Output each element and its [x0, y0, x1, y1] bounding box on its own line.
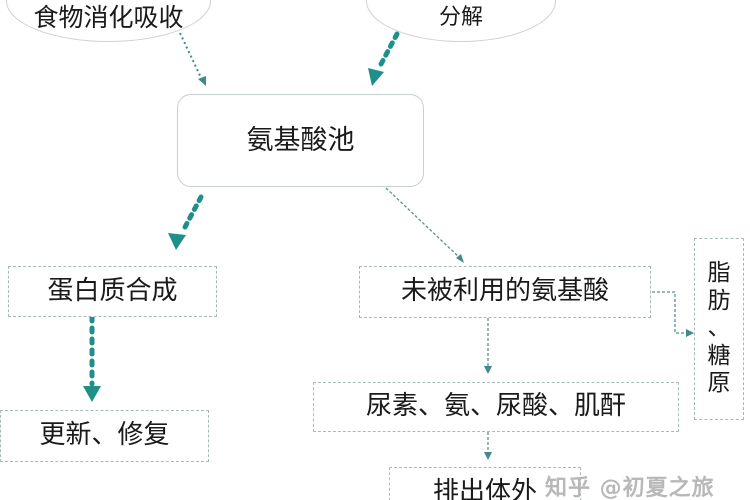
node-food-digestion: 食物消化吸收 [6, 0, 211, 42]
arrow-pool-to-synthesis [168, 194, 204, 250]
food-digestion-label: 食物消化吸收 [33, 2, 184, 32]
node-unused-amino-acids: 未被利用的氨基酸 [359, 266, 651, 318]
fat-glycogen-char: 、 [707, 315, 731, 342]
fat-glycogen-char: 脂 [707, 260, 731, 287]
fat-glycogen-char: 原 [707, 370, 731, 397]
arrow-breakdown-to-pool [368, 31, 400, 86]
amino-acid-pool-label: 氨基酸池 [246, 124, 355, 156]
node-renewal-repair: 更新、修复 [0, 410, 209, 462]
arrow-food-to-pool [179, 32, 206, 86]
arrow-unused-to-waste [484, 318, 492, 374]
node-protein-synthesis: 蛋白质合成 [8, 266, 217, 317]
arrow-synthesis-to-renewal [83, 314, 101, 402]
node-amino-acid-pool: 氨基酸池 [177, 94, 424, 187]
fat-glycogen-char: 糖 [707, 342, 731, 369]
node-protein-breakdown: 机体蛋白质 分解 [366, 0, 556, 42]
arrow-pool-to-unused [385, 187, 464, 263]
protein-breakdown-line1: 机体蛋白质 [406, 0, 516, 5]
protein-breakdown-line2: 分解 [438, 5, 483, 30]
unused-amino-acids-label: 未被利用的氨基酸 [400, 276, 609, 307]
node-excretion: 排出体外 [389, 467, 581, 500]
fat-glycogen-char: 肪 [707, 287, 731, 314]
renewal-repair-label: 更新、修复 [39, 420, 170, 451]
excretion-label: 排出体外 [432, 477, 537, 500]
node-fat-glycogen: 脂 肪 、 糖 原 [694, 238, 744, 420]
arrow-waste-to-excretion [484, 432, 492, 460]
waste-products-label: 尿素、氨、尿酸、肌酐 [365, 391, 626, 422]
node-waste-products: 尿素、氨、尿酸、肌酐 [313, 382, 679, 432]
arrow-unused-to-fat [652, 291, 694, 337]
protein-synthesis-label: 蛋白质合成 [47, 275, 178, 306]
watermark: 知乎 @初夏之旅 [545, 476, 715, 500]
